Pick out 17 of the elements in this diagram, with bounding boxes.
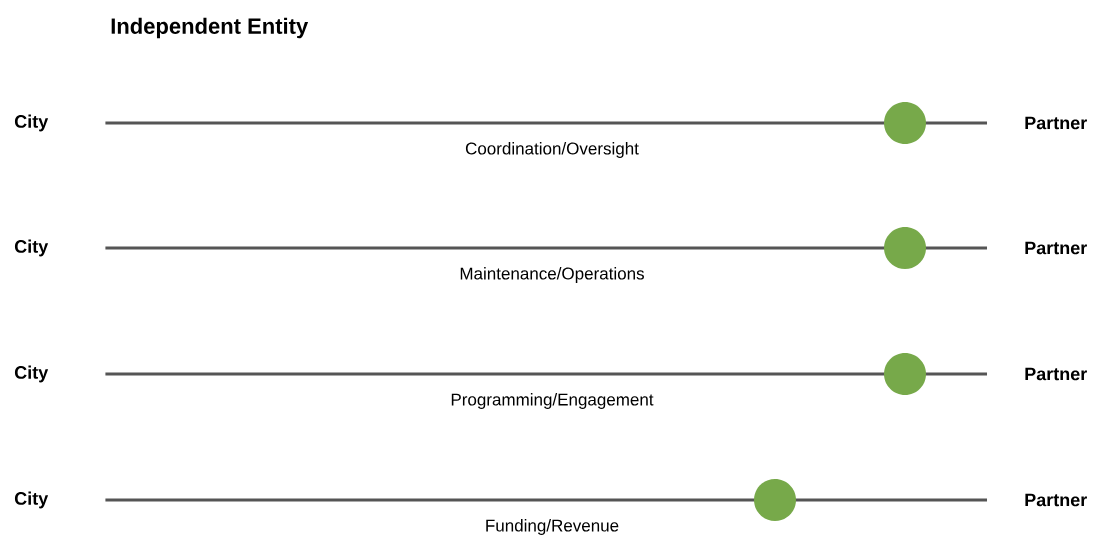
slider-line (105, 246, 987, 250)
end-label: Partner (1025, 367, 1087, 381)
end-label: City (14, 491, 49, 509)
edge-label: Coordination/Oversight (465, 142, 639, 158)
title: Independent Entity (111, 17, 309, 39)
slider-line (105, 372, 987, 376)
end-label: Partner (1025, 116, 1087, 130)
edge-label: Funding/Revenue (486, 519, 619, 535)
end-label: Partner (1025, 241, 1087, 255)
end-label: City (14, 239, 49, 257)
slider-line (105, 498, 987, 502)
edge-label: Maintenance/Operations (460, 267, 644, 283)
end-label: Partner (1025, 493, 1087, 507)
edge-label: Programming/Engagement (451, 393, 654, 409)
slider-line (105, 121, 987, 125)
end-label: City (14, 114, 49, 132)
end-label: City (14, 365, 49, 383)
